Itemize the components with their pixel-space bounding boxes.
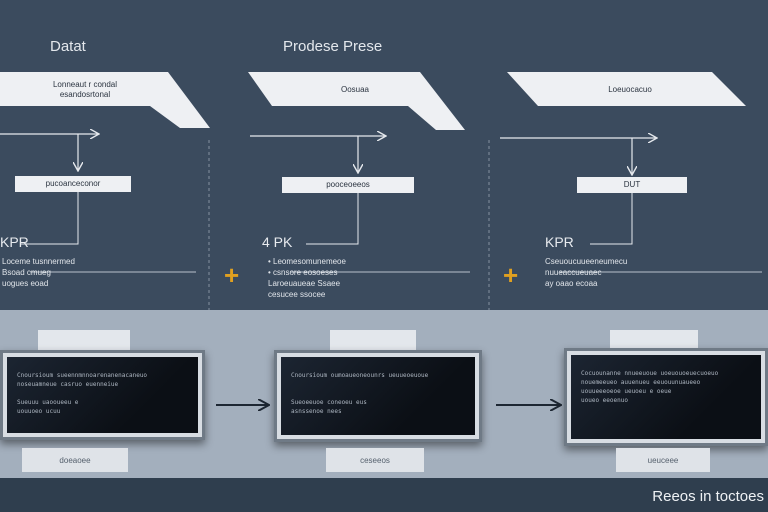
banner-shape-3 bbox=[507, 72, 746, 106]
column-heading-2: Prodese Prese bbox=[283, 38, 383, 55]
banner-shape-1 bbox=[0, 72, 210, 128]
kpi-label-2: 4 PK bbox=[262, 234, 293, 250]
screen-tab-3 bbox=[610, 330, 698, 352]
description-2: • Leomesomunemeoe • csnsore eosoeses Lar… bbox=[268, 257, 346, 299]
screen-display: Cocuounanne nnueeuoue uoeuouoeuecuoeuo n… bbox=[571, 355, 761, 439]
plus-icon: + bbox=[503, 260, 519, 290]
description-1: Loceme tusnnermed Bsoad cmueg uogues eoa… bbox=[2, 257, 75, 288]
column-heading-1: Datat bbox=[50, 38, 86, 55]
connector-3 bbox=[590, 193, 633, 245]
kpi-label-1: KPR bbox=[0, 234, 29, 250]
screen-text: Cnoursioum sueennmnnoarenanenacaneuo nos… bbox=[17, 372, 148, 415]
kpi-label-3: KPR bbox=[545, 234, 574, 250]
screen-display: Cnoursioum oumoaueoneounrs ueuueoeuoue S… bbox=[281, 357, 475, 435]
footer-caption: Reeos in toctoes bbox=[652, 488, 764, 505]
screen-panel-2: Cnoursioum oumoaueoneounrs ueuueoeuoue S… bbox=[274, 350, 482, 442]
process-box-1: pucoanceconor bbox=[15, 176, 131, 192]
description-3: Cseuoucuueeneumecu nuueaccueuaec ay oaao… bbox=[545, 257, 628, 288]
screen-tab-1 bbox=[38, 330, 130, 352]
banner-text-2: Oosuaa bbox=[340, 85, 370, 94]
process-box-3: DUT bbox=[577, 177, 687, 193]
screen-label-3: ueuceee bbox=[616, 448, 710, 472]
screen-label-1: doeaoee bbox=[22, 448, 128, 472]
plus-icon: + bbox=[224, 260, 240, 290]
bottom-band bbox=[0, 478, 768, 512]
screen-panel-1: Cnoursioum sueennmnnoarenanenacaneuo nos… bbox=[0, 350, 205, 440]
banner-text-1: Lonneaut r condal esandosrtonal bbox=[52, 80, 118, 99]
banner-shape-2 bbox=[248, 72, 465, 130]
banner-text-3: Loeuocacuo bbox=[608, 85, 652, 94]
screen-text: Cnoursioum oumoaueoneounrs ueuueoeuoue S… bbox=[291, 372, 429, 415]
connector-1 bbox=[20, 192, 79, 245]
screen-tab-2 bbox=[330, 330, 416, 352]
top-band bbox=[0, 0, 768, 310]
connector-2 bbox=[306, 193, 359, 245]
screen-display: Cnoursioum sueennmnnoarenanenacaneuo nos… bbox=[7, 357, 198, 433]
screen-panel-3: Cocuounanne nnueeuoue uoeuouoeuecuoeuo n… bbox=[564, 348, 768, 446]
process-box-2: pooceoeeos bbox=[282, 177, 414, 193]
screen-label-2: ceseeos bbox=[326, 448, 424, 472]
screen-text: Cocuounanne nnueeuoue uoeuouoeuecuoeuo n… bbox=[581, 370, 719, 404]
